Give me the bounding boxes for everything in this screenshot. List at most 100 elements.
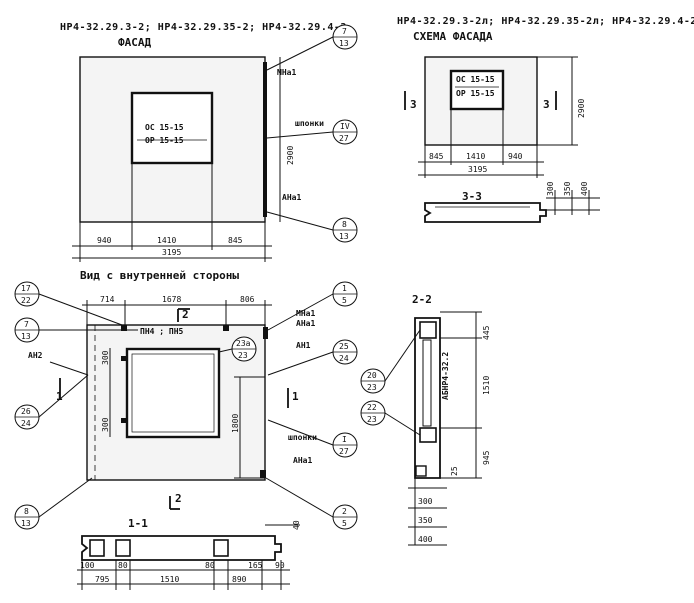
section-22-callout-20-top: 20: [367, 371, 377, 380]
facade-callout-iv-top: IV: [340, 122, 350, 131]
section-33-dim-400: 400: [580, 181, 589, 196]
section-22-callout-22-top: 22: [367, 403, 377, 412]
inner-label-ana1-bottom: АНа1: [293, 456, 312, 465]
facade-title-codes: НР4-32.29.3-2; НР4-32.29.35-2; НР4-32.29…: [60, 22, 347, 33]
inner-callout-2-bottom: 5: [342, 519, 347, 528]
scheme-window: [449, 69, 505, 111]
scheme-title: СХЕМА ФАСАДА: [413, 30, 493, 43]
section-11-profile: [81, 535, 282, 561]
inner-window: [125, 347, 221, 439]
section-22-dim-25: 25: [450, 466, 459, 476]
facade-callout-8-bottom: 13: [339, 232, 349, 241]
scheme-window-label-1: ОС 15-15: [456, 75, 495, 84]
facade-callout-8-top: 8: [342, 220, 347, 229]
inner-callout-2-top: 2: [342, 507, 347, 516]
section-11-dim-100: 100: [80, 561, 95, 570]
facade-callout-iv-bottom: 27: [339, 134, 349, 143]
facade-dim-845: 845: [228, 236, 243, 245]
inner-callout-7-bottom: 13: [21, 332, 31, 341]
facade-dim-2900: 2900: [286, 146, 295, 165]
facade-window: [130, 91, 214, 165]
section-22-callout-22-bottom: 23: [367, 415, 377, 424]
inner-section-right: 1: [292, 390, 299, 403]
inner-label-shponki: шпонки: [288, 433, 317, 442]
facade-callout-7-bottom: 13: [339, 39, 349, 48]
inner-bottom-anchor: [260, 470, 266, 478]
scheme-dim-3195: 3195: [468, 165, 487, 174]
facade-edge: [263, 62, 267, 217]
inner-pn-label: ПН4 ; ПН5: [140, 327, 184, 336]
scheme-title-codes: НР4-32.29.3-2л; НР4-32.29.35-2л; НР4-32.…: [397, 16, 694, 27]
section-33-profile: [424, 202, 547, 223]
inner-label-mna1: МНа1: [296, 309, 315, 318]
section-22-block: [422, 339, 432, 427]
inner-callout-23a-bottom: 23: [238, 351, 248, 360]
inner-dim-1678: 1678: [162, 295, 181, 304]
facade-dim-3195: 3195: [162, 248, 181, 257]
inner-callout-17-top: 17: [21, 284, 31, 293]
scheme-section-left: 3: [410, 98, 417, 111]
inner-callout-8-bottom: 13: [21, 519, 31, 528]
facade-window-label-1: ОС 15-15: [145, 123, 184, 132]
section-11-title: 1-1: [128, 517, 148, 530]
inner-dim-1800: 1800: [231, 414, 240, 433]
section-11-dim-165: 165: [248, 561, 263, 570]
inner-top-anchor: [263, 327, 268, 339]
section-22-title: 2-2: [412, 293, 432, 306]
facade-leader-3: [266, 211, 334, 231]
facade-dim-1410: 1410: [157, 236, 176, 245]
inner-callout-25-top: 25: [339, 342, 349, 351]
section-22-block-label: АБНР4-32.2: [441, 352, 450, 400]
inner-dim-714: 714: [100, 295, 115, 304]
section-11-dim-890: 890: [232, 575, 247, 584]
inner-label-an2: АН2: [28, 351, 43, 360]
scheme-dim-940: 940: [508, 152, 523, 161]
inner-callout-1-bottom: 5: [342, 296, 347, 305]
scheme-dim-2900: 2900: [577, 99, 586, 118]
inner-section-bottom: 2: [175, 492, 182, 505]
inner-callout-7-top: 7: [24, 320, 29, 329]
inner-dim-300-top: 300: [101, 350, 110, 365]
inner-section-top: 2: [182, 308, 189, 321]
section-22-dim-300: 300: [418, 497, 433, 506]
scheme-window-label-2: ОР 15-15: [456, 89, 495, 98]
facade-label-ana1: АНа1: [282, 193, 301, 202]
section-33-dim-350: 350: [563, 181, 572, 196]
section-22-dim-945: 945: [482, 450, 491, 465]
facade-dim-940: 940: [97, 236, 112, 245]
facade-callout-7-top: 7: [342, 27, 347, 36]
inner-dim-806: 806: [240, 295, 255, 304]
inner-dim-40: 40: [292, 520, 301, 530]
inner-callout-25-bottom: 24: [339, 354, 349, 363]
facade-leader-2: [266, 131, 334, 139]
section-11-dim-80b: 80: [205, 561, 215, 570]
section-22-dim-1510: 1510: [482, 376, 491, 395]
section-22-dim-350: 350: [418, 516, 433, 525]
section-33-dim-300: 300: [546, 181, 555, 196]
section-11-dim-795: 795: [95, 575, 110, 584]
inner-callout-8-top: 8: [24, 507, 29, 516]
facade-label-mna1: МНа1: [277, 68, 296, 77]
inner-callout-26-bottom: 24: [21, 419, 31, 428]
inner-callout-1-top: 1: [342, 284, 347, 293]
inner-view-title: Вид с внутренней стороны: [80, 269, 239, 282]
facade-window-label-2: ОР 15-15: [145, 136, 184, 145]
inner-section-left: 1: [56, 390, 63, 403]
section-33-title: 3-3: [462, 190, 482, 203]
scheme-dim-845: 845: [429, 152, 444, 161]
section-11-dim-80a: 80: [118, 561, 128, 570]
inner-dim-300-bottom: 300: [101, 417, 110, 432]
section-22-dim-400: 400: [418, 535, 433, 544]
section-22-dim-445: 445: [482, 325, 491, 340]
inner-callout-23a-top: 23а: [236, 339, 251, 348]
section-11-dim-90: 90: [275, 561, 285, 570]
inner-callout-17-bottom: 22: [21, 296, 31, 305]
section-22-callout-20-bottom: 23: [367, 383, 377, 392]
inner-label-ana1-top: АНа1: [296, 319, 315, 328]
facade-title: ФАСАД: [118, 36, 151, 49]
inner-callout-i-top: I: [342, 435, 347, 444]
facade-label-shponki: шпонки: [295, 119, 324, 128]
scheme-section-right: 3: [543, 98, 550, 111]
inner-callout-26-top: 26: [21, 407, 31, 416]
